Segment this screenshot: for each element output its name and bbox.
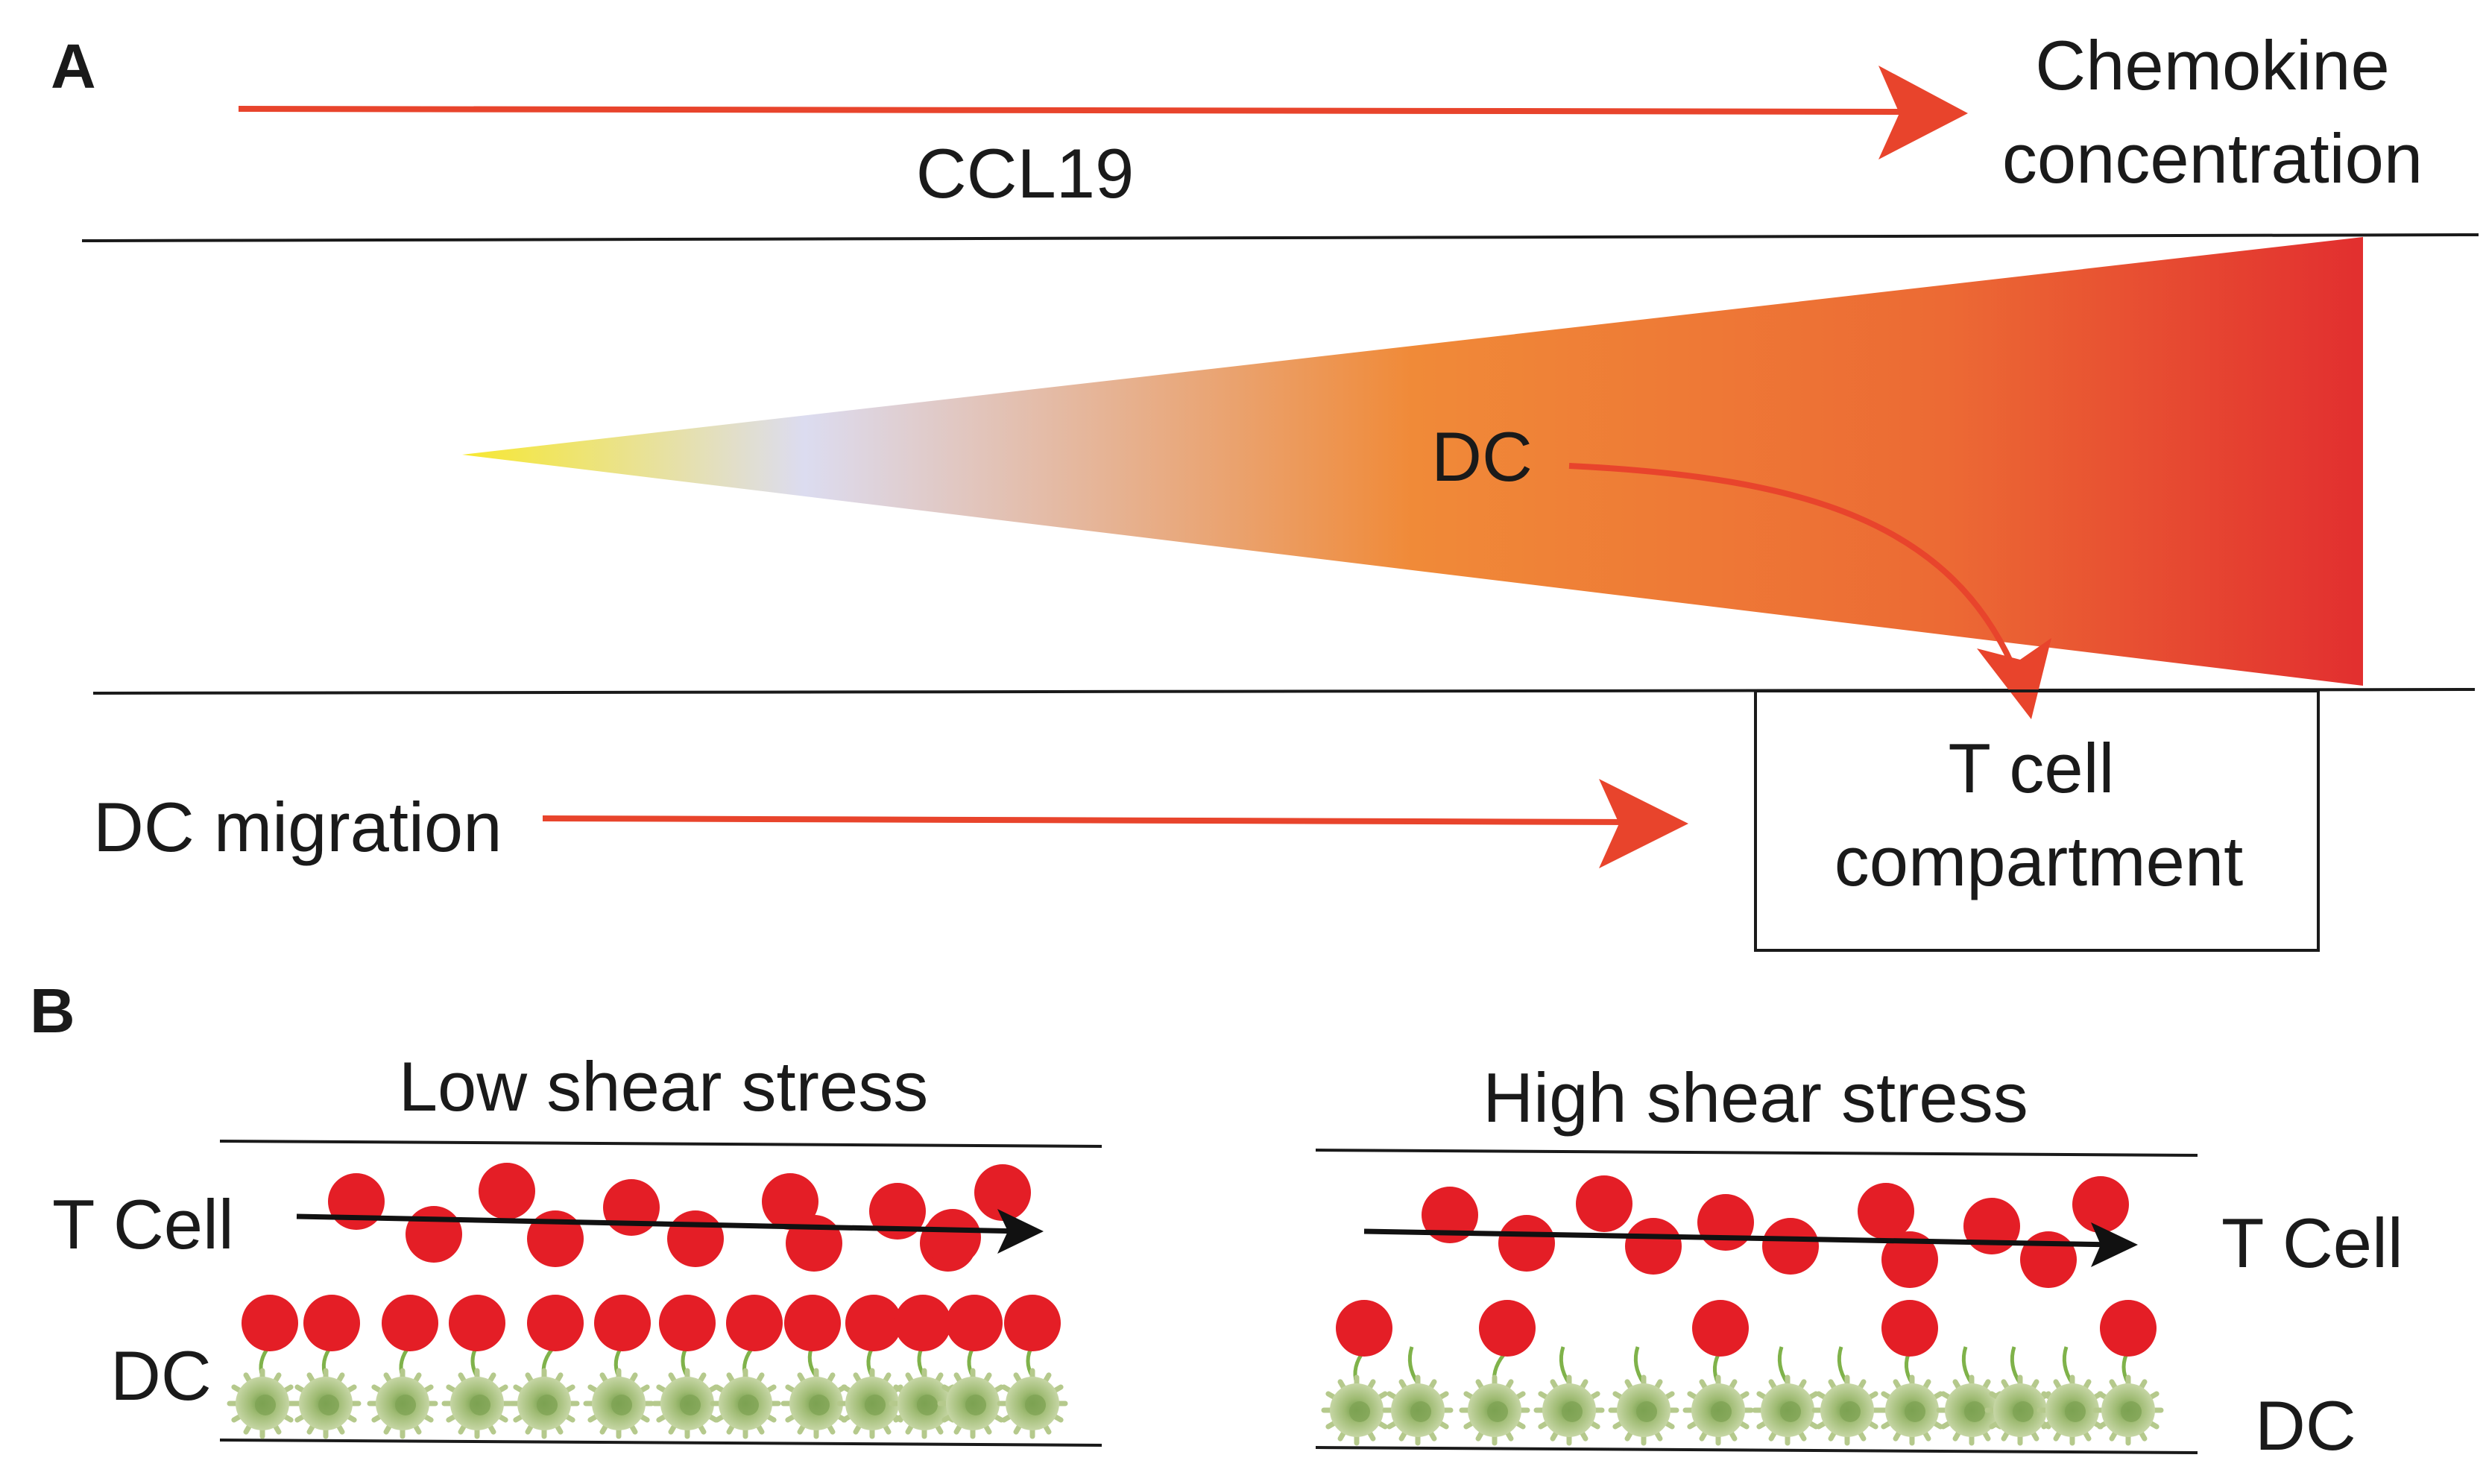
panel-b-letter: B — [30, 976, 75, 1046]
bound-tcell — [1881, 1300, 1938, 1357]
high-shear-channel: High shear stress T Cell DC — [1315, 1058, 2403, 1465]
low-tcell-label: T Cell — [52, 1185, 234, 1263]
dc-cell — [1936, 1374, 2007, 1446]
low-flow-arrow — [296, 1209, 1044, 1254]
low-dc-label: DC — [110, 1336, 212, 1415]
flowing-tcell — [1697, 1194, 1754, 1251]
flowing-tcell — [786, 1215, 842, 1272]
t-cell-label: T cell — [1949, 729, 2115, 807]
low-shear-channel: Low shear stress T Cell DC — [52, 1047, 1102, 1447]
dc-cell — [1459, 1374, 1530, 1446]
dc-cell — [1533, 1374, 1605, 1446]
dc-migration-arrow — [542, 779, 1688, 868]
low-shear-title: Low shear stress — [399, 1047, 929, 1125]
bound-tcell — [726, 1295, 783, 1351]
flowing-tcell — [2072, 1176, 2129, 1233]
dc-cell — [1321, 1374, 1392, 1446]
low-bound-tcells — [242, 1295, 1061, 1351]
chemokine-label: Chemokine — [2035, 26, 2389, 104]
dc-cell — [1752, 1374, 1823, 1446]
flowing-tcell — [1576, 1175, 1632, 1232]
flowing-tcell — [869, 1183, 926, 1240]
dc-curved-arrow — [1568, 463, 2051, 719]
flowing-tcell — [479, 1163, 535, 1219]
flowing-tcell — [328, 1173, 385, 1230]
high-channel-bottom-wall — [1315, 1446, 2198, 1454]
panel-a-letter: A — [51, 31, 96, 101]
high-dc-cells — [1321, 1374, 2164, 1446]
low-channel-bottom-wall — [219, 1439, 1102, 1447]
dc-cell — [1382, 1374, 1454, 1446]
bound-tcell — [784, 1295, 841, 1351]
t-cell-compartment-box — [1754, 689, 2320, 952]
dc-cell — [583, 1368, 654, 1439]
flowing-tcell — [667, 1210, 724, 1267]
bound-tcell — [242, 1295, 298, 1351]
upper-boundary-line — [81, 233, 2479, 242]
high-channel-top-wall — [1315, 1149, 2198, 1157]
chemokine-gradient-wedge — [462, 237, 2363, 686]
low-channel-top-wall — [219, 1140, 1102, 1148]
flowing-tcell — [1625, 1218, 1682, 1275]
dc-cell — [937, 1368, 1009, 1439]
dc-migration-label: DC migration — [93, 788, 502, 866]
flowing-tcell — [1762, 1218, 1819, 1275]
dc-cell — [1682, 1374, 1754, 1446]
flowing-tcell — [1963, 1198, 2020, 1254]
panel-a: A CCL19 Chemokine concentration DC T cel… — [51, 26, 2479, 952]
dc-cell — [290, 1368, 362, 1439]
bound-tcell — [594, 1295, 651, 1351]
high-tcell-label: T Cell — [2221, 1204, 2403, 1282]
flowing-tcell — [603, 1179, 660, 1236]
bound-tcell — [1336, 1300, 1392, 1357]
dc-cell — [997, 1368, 1068, 1439]
dc-cell — [508, 1368, 580, 1439]
flowing-tcell — [924, 1209, 981, 1266]
bound-tcell — [527, 1295, 584, 1351]
high-dc-label: DC — [2255, 1386, 2356, 1465]
dc-cell — [441, 1368, 513, 1439]
dc-cell — [367, 1368, 438, 1439]
flowing-tcell — [1881, 1231, 1938, 1288]
bound-tcell — [382, 1295, 438, 1351]
bound-tcell — [2100, 1300, 2157, 1357]
dc-cell — [2092, 1374, 2164, 1446]
ccl19-label: CCL19 — [916, 134, 1135, 212]
dc-cell — [1811, 1374, 1883, 1446]
panel-b: B Low shear stress T Cell DC High shear … — [30, 976, 2403, 1465]
bound-tcell — [895, 1295, 951, 1351]
concentration-arrow — [238, 66, 1968, 160]
bound-tcell — [1692, 1300, 1749, 1357]
flowing-tcell — [406, 1206, 462, 1263]
flowing-tcell — [2020, 1231, 2077, 1288]
dc-cell — [1984, 1374, 2056, 1446]
bound-tcell — [659, 1295, 716, 1351]
bound-tcell — [946, 1295, 1003, 1351]
bound-tcell — [845, 1295, 902, 1351]
dc-label: DC — [1431, 417, 1533, 496]
dc-cell — [1608, 1374, 1679, 1446]
flowing-tcell — [974, 1164, 1031, 1221]
dc-cell — [710, 1368, 781, 1439]
dc-cell — [1876, 1374, 1948, 1446]
dc-cell — [227, 1368, 298, 1439]
flowing-tcell — [1422, 1187, 1478, 1243]
bound-tcell — [1479, 1300, 1536, 1357]
bound-tcell — [449, 1295, 505, 1351]
high-bound-tcells — [1336, 1300, 2157, 1357]
flowing-tcell — [1498, 1215, 1555, 1272]
high-tethers — [1353, 1346, 2130, 1385]
compartment-label: compartment — [1834, 822, 2244, 900]
high-shear-title: High shear stress — [1483, 1058, 2028, 1137]
concentration-label: concentration — [2002, 119, 2423, 198]
flowing-tcell — [1858, 1183, 1914, 1240]
low-dc-cells — [227, 1368, 1068, 1439]
flowing-tcell — [762, 1173, 818, 1230]
bound-tcell — [1004, 1295, 1061, 1351]
high-flow-arrow — [1363, 1222, 2138, 1267]
bound-tcell — [303, 1295, 360, 1351]
